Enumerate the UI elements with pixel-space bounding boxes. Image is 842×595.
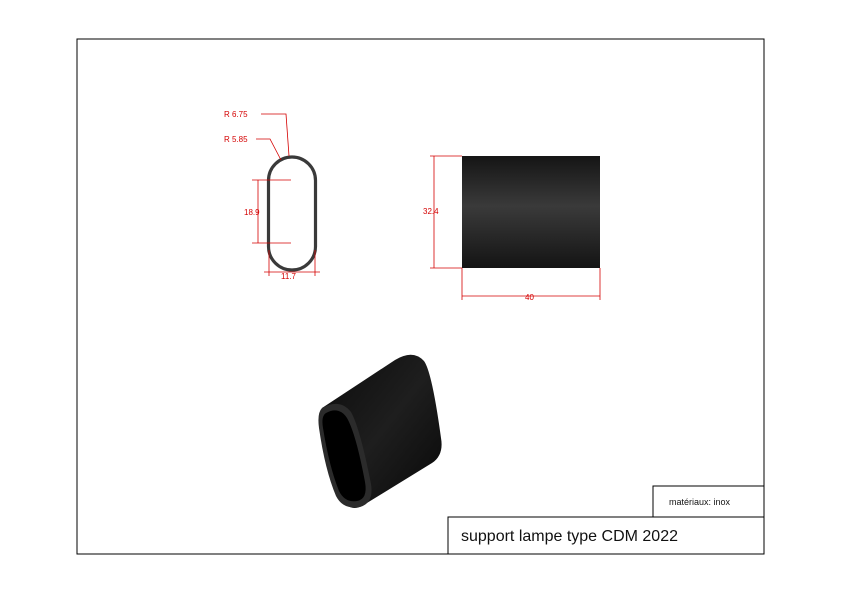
side-profile (462, 156, 600, 268)
front-view: R 6.75 R 5.85 18.9 11.7 (224, 110, 320, 281)
iso-inner-opening (322, 410, 366, 502)
outer-radius-label: R 6.75 (224, 110, 248, 119)
title-cell (447, 516, 765, 555)
drawing-title: support lampe type CDM 2022 (461, 528, 678, 545)
outer-radius-leader (261, 113, 290, 157)
title-block: matériaux: inox support lampe type CDM 2… (447, 485, 765, 555)
height-label: 32.4 (423, 207, 439, 216)
inner-radius-leader (256, 138, 282, 161)
material-label: matériaux: inox (669, 497, 731, 507)
straight-length-label: 18.9 (244, 208, 260, 217)
isometric-view (318, 354, 442, 508)
length-label: 40 (525, 293, 534, 302)
width-label: 11.7 (281, 272, 297, 281)
side-view: 32.4 40 (423, 155, 601, 302)
obround-profile (266, 155, 318, 272)
sheet-border (76, 38, 765, 555)
inner-radius-label: R 5.85 (224, 135, 248, 144)
